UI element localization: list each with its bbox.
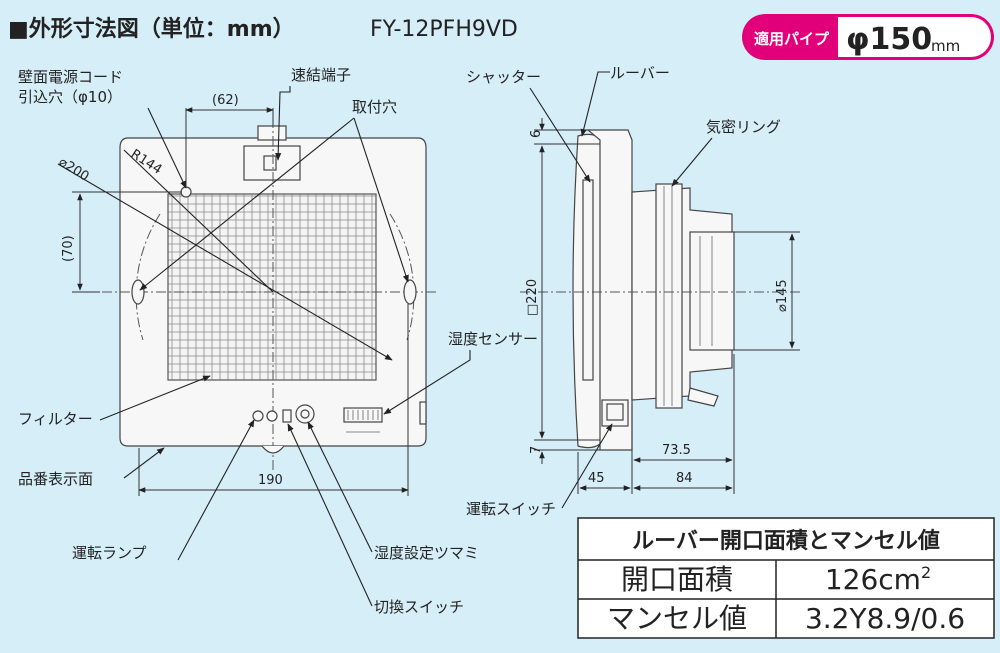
pipe-badge-value: φ150 [846, 22, 932, 57]
dim-d200: ⌀200 [56, 155, 92, 185]
dim-73-5: 73.5 [662, 443, 691, 458]
dim-6: 6 [529, 130, 544, 138]
r144-leader [123, 149, 274, 293]
pipe-badge-value-box-left [838, 17, 868, 57]
leader-quick-terminal [275, 86, 291, 161]
dim-70: (70) [61, 235, 76, 262]
run-switch [606, 403, 624, 421]
table-row-0-label: 開口面積 [621, 563, 733, 596]
label-louver: ルーバー [610, 64, 670, 82]
humidity-sensor-vents [343, 407, 383, 433]
shutter-slot [582, 179, 594, 381]
pipe-badge: 適用パイプ φ150 mm [742, 14, 994, 60]
dim-62: (62) [212, 93, 239, 108]
table-row-0-value-sup: 2 [921, 563, 931, 582]
dim-d145: ⌀145 [775, 279, 790, 312]
r144-arc-left [135, 213, 161, 341]
pipe-badge-unit: mm [931, 37, 960, 55]
label-run-lamp: 運転ランプ [72, 544, 147, 562]
quick-terminal-box [243, 145, 301, 181]
table-row-0-value-text: 126cm [825, 563, 921, 596]
leader-cord-hole [147, 107, 187, 189]
d200-leader [57, 163, 393, 361]
ring-ribs [663, 186, 673, 406]
louver-spec-table: ルーバー開口面積とマンセル値 開口面積 126cm2 マンセル値 3.2Y8.9… [577, 517, 995, 639]
label-quick-terminal: 速結端子 [291, 66, 351, 84]
label-cord-hole-line2: 引込穴（φ10） [18, 88, 122, 106]
leader-humidity-knob [307, 421, 373, 553]
cord-hole [180, 186, 192, 198]
dim-7: 7 [529, 446, 544, 454]
label-cord-hole-line1: 壁面電源コード [18, 68, 123, 86]
pipe-badge-value-box [838, 17, 991, 57]
table-title: ルーバー開口面積とマンセル値 [632, 529, 940, 554]
leader-louver [580, 71, 610, 137]
bottom-notch [261, 445, 285, 454]
leader-mount-hole-right [353, 117, 409, 283]
terminal-bump [257, 125, 287, 141]
leader-product-label [123, 447, 165, 479]
leader-filter [99, 375, 211, 421]
label-mount-hole: 取付穴 [352, 98, 397, 116]
side-clip [419, 401, 427, 425]
leader-run-lamp [177, 419, 255, 561]
label-humidity-sensor: 湿度センサー [448, 330, 538, 348]
dim-45: 45 [588, 471, 605, 486]
label-humidity-knob: 湿度設定ツマミ [374, 544, 479, 562]
label-product-label: 品番表示面 [18, 470, 93, 488]
label-airtight-ring: 気密リング [706, 118, 781, 136]
table-row-0-value: 126cm2 [825, 563, 931, 596]
r144-arc-right [389, 213, 415, 341]
mount-hole-right [403, 279, 417, 305]
leader-mount-hole-left [139, 117, 355, 291]
label-run-switch: 運転スイッチ [466, 500, 556, 518]
table-row-1-value: 3.2Y8.9/0.6 [805, 602, 965, 635]
side-view: □220 6 7 ⌀145 73.5 45 84 シャッター ルーバー 気密リン… [466, 64, 800, 518]
front-view: (62) (70) R144 ⌀200 190 壁面電源コード 引込穴（φ10）… [18, 66, 538, 616]
mount-hole-left [131, 279, 145, 305]
run-lamp-2 [266, 410, 278, 422]
dim-84: 84 [676, 471, 693, 486]
run-lamp [252, 410, 264, 422]
leader-humidity-sensor [383, 350, 471, 415]
leader-selector-switch [287, 423, 373, 607]
label-filter: フィルター [18, 410, 93, 428]
table-frame [577, 517, 995, 639]
table-row-1-label: マンセル値 [607, 602, 747, 635]
selector-switch [282, 409, 292, 423]
bottom-tab [687, 387, 719, 407]
humidity-knob-center [300, 409, 310, 419]
terminal-slot [263, 155, 277, 171]
airtight-ring [655, 183, 683, 409]
leader-airtight-ring [671, 137, 713, 187]
leader-run-switch [561, 423, 613, 509]
label-selector-switch: 切換スイッチ [374, 598, 464, 616]
dim-sq220: □220 [525, 279, 540, 316]
label-shutter: シャッター [466, 68, 541, 86]
diagram-title: ■外形寸法図（単位：mm） [8, 16, 295, 42]
leader-shutter [529, 87, 591, 183]
dim-190: 190 [258, 473, 283, 488]
adapter-ribs [699, 236, 713, 346]
pipe-badge-label: 適用パイプ [754, 30, 830, 48]
model-number: FY-12PFH9VD [370, 17, 518, 42]
